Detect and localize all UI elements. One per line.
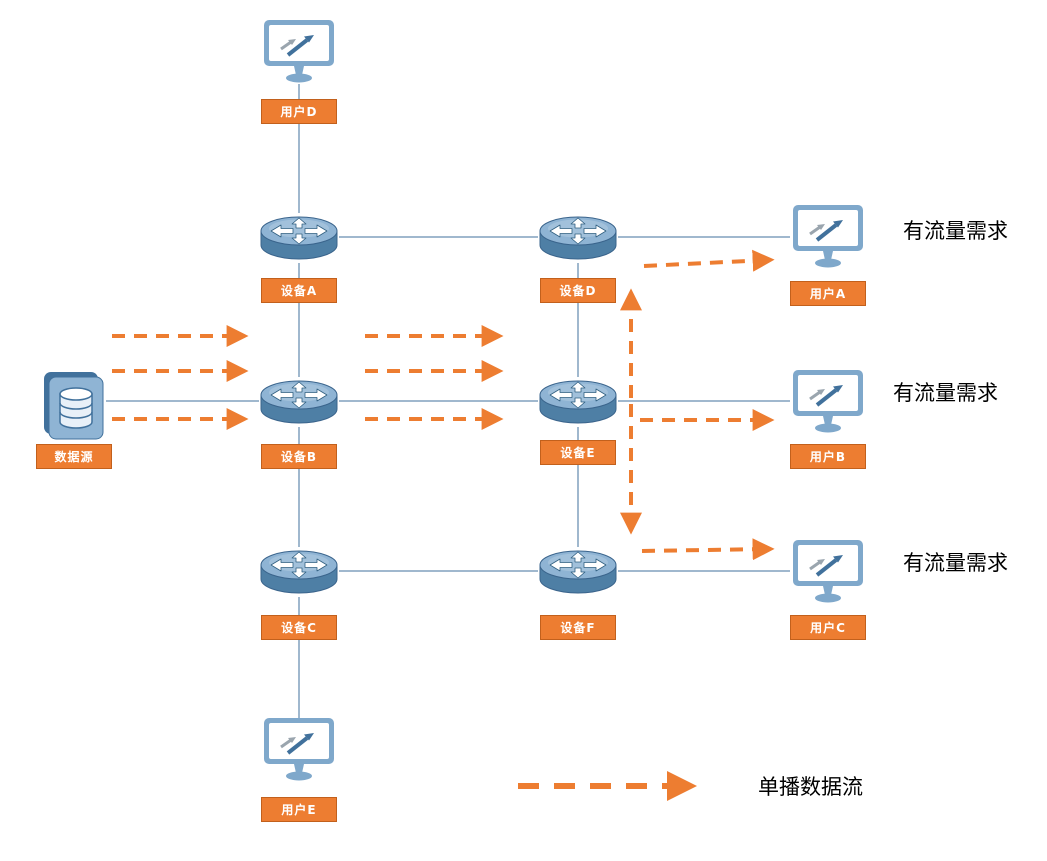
node-label-user-a: 用户A: [790, 281, 866, 306]
traffic-demand-annotation-b: 有流量需求: [893, 381, 998, 405]
router-icon-device-e: [538, 375, 618, 431]
node-label-device-b: 设备B: [261, 444, 337, 469]
node-label-user-e: 用户E: [261, 797, 337, 822]
traffic-demand-annotation-c: 有流量需求: [903, 551, 1008, 575]
node-label-device-a: 设备A: [261, 278, 337, 303]
node-label-device-c: 设备C: [261, 615, 337, 640]
monitor-icon-user-c: [790, 538, 866, 608]
router-icon-device-d: [538, 211, 618, 267]
monitor-icon-user-b: [790, 368, 866, 438]
node-label-user-b: 用户B: [790, 444, 866, 469]
database-icon-source: [42, 370, 106, 444]
node-label-device-e: 设备E: [540, 440, 616, 465]
router-icon-device-c: [259, 545, 339, 601]
node-label-user-d: 用户D: [261, 99, 337, 124]
legend-label: 单播数据流: [758, 775, 863, 799]
monitor-icon-user-a: [790, 203, 866, 273]
router-icon-device-a: [259, 211, 339, 267]
node-label-user-c: 用户C: [790, 615, 866, 640]
router-icon-device-f: [538, 545, 618, 601]
traffic-demand-annotation-a: 有流量需求: [903, 219, 1008, 243]
router-icon-device-b: [259, 375, 339, 431]
node-label-source: 数据源: [36, 444, 112, 469]
monitor-icon-user-e: [261, 716, 337, 786]
node-label-device-f: 设备F: [540, 615, 616, 640]
monitor-icon-user-d: [261, 18, 337, 88]
node-label-device-d: 设备D: [540, 278, 616, 303]
